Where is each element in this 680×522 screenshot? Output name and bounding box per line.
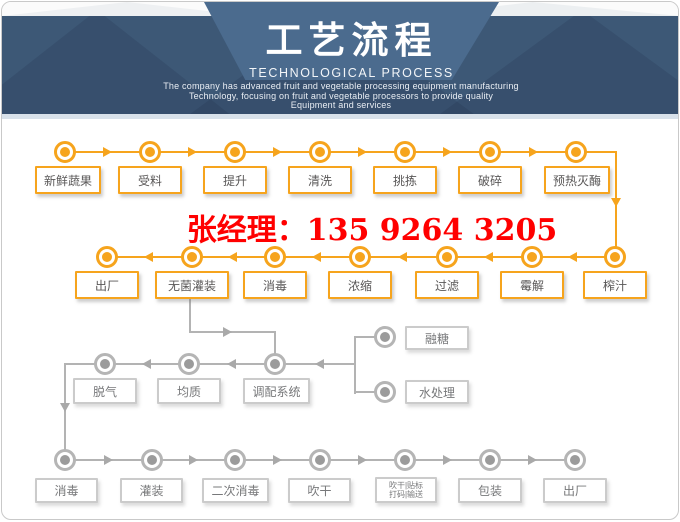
flow-line: [354, 391, 386, 393]
flow-line: [354, 336, 386, 338]
flow-node-box: 均质: [157, 378, 221, 404]
arrow-right-icon: [358, 455, 367, 465]
flow-node-circle: [604, 246, 626, 268]
flow-line: [189, 299, 191, 332]
flow-node-box: 脱气: [73, 378, 137, 404]
arrow-left-icon: [142, 359, 151, 369]
arrow-left-icon: [315, 359, 324, 369]
title-banner: 工艺流程 TECHNOLOGICAL PROCESS: [204, 2, 499, 80]
arrow-left-icon: [227, 359, 236, 369]
arrow-right-icon: [273, 147, 282, 157]
arrow-right-icon: [189, 455, 198, 465]
flow-node-circle: [54, 141, 76, 163]
flow-node-circle: [309, 449, 331, 471]
flow-node-circle: [394, 449, 416, 471]
arrow-left-icon: [568, 252, 577, 262]
arrow-left-icon: [144, 252, 153, 262]
arrow-down-icon: [611, 198, 621, 207]
arrow-right-icon: [443, 147, 452, 157]
arrow-left-icon: [398, 252, 407, 262]
flow-node-box: 预热灭酶: [544, 166, 610, 194]
flow-node-box: 消毒: [35, 478, 98, 503]
arrow-right-icon: [103, 147, 112, 157]
flow-node-box: 浓缩: [328, 271, 392, 299]
flow-node-label-line: 吹干|贴标: [388, 481, 424, 490]
arrow-right-icon: [443, 455, 452, 465]
company-description-line: Technology, focusing on fruit and vegeta…: [188, 90, 494, 101]
flow-node-circle: [394, 141, 416, 163]
flow-node-circle: [94, 353, 116, 375]
flow-node-circle: [349, 246, 371, 268]
flow-node-circle: [564, 449, 586, 471]
flow-node-box: 吹干: [288, 478, 351, 503]
flow-node-circle: [96, 246, 118, 268]
flow-node-circle: [374, 381, 396, 403]
arrow-down-icon: [60, 403, 70, 412]
flow-node-circle: [264, 353, 286, 375]
flow-node-circle: [141, 449, 163, 471]
flow-node-circle: [139, 141, 161, 163]
flow-line: [274, 331, 276, 355]
flow-node-box: 榨汁: [583, 271, 647, 299]
flow-node-circle: [479, 141, 501, 163]
flow-line: [64, 363, 355, 365]
flow-node-circle: [181, 246, 203, 268]
flow-node-box: 破碎: [458, 166, 522, 194]
flow-node-box: 吹干|贴标 打码|输送: [375, 477, 437, 503]
flow-node-circle: [178, 353, 200, 375]
flow-node-circle: [224, 449, 246, 471]
flow-node-box: 挑拣: [373, 166, 437, 194]
flow-node-circle: [264, 246, 286, 268]
flow-line: [354, 336, 356, 394]
band-bottom-strip: [2, 114, 678, 119]
flow-node-circle: [479, 449, 501, 471]
arrow-left-icon: [312, 252, 321, 262]
company-description: The company has advanced fruit and veget…: [2, 81, 678, 111]
arrow-left-icon: [484, 252, 493, 262]
flow-node-circle: [521, 246, 543, 268]
arrow-right-icon: [529, 147, 538, 157]
flow-node-box: 出厂: [543, 478, 607, 503]
flow-node-box: 出厂: [75, 271, 139, 299]
arrow-right-icon: [528, 455, 537, 465]
flow-node-circle: [436, 246, 458, 268]
arrow-right-icon: [358, 147, 367, 157]
arrow-right-icon: [104, 455, 113, 465]
arrow-right-icon: [273, 455, 282, 465]
flow-node-box: 调配系统: [243, 378, 310, 404]
flow-node-circle: [309, 141, 331, 163]
flow-node-box: 水处理: [405, 380, 469, 404]
arrow-left-icon: [228, 252, 237, 262]
flow-node-box: 过滤: [415, 271, 479, 299]
flow-node-box: 灌装: [120, 478, 183, 503]
flow-node-label-line: 打码|输送: [388, 490, 424, 499]
flow-node-box: 新鲜蔬果: [35, 166, 101, 194]
page-title: 工艺流程: [265, 20, 438, 61]
contact-phone: 张经理：135 9264 3205: [186, 213, 558, 248]
flow-node-box: 提升: [203, 166, 267, 194]
flow-node-circle: [374, 326, 396, 348]
flow-node-circle: [54, 449, 76, 471]
flow-node-box: 无菌灌装: [155, 271, 229, 299]
flow-node-box: 二次消毒: [202, 478, 269, 503]
arrow-right-icon: [223, 327, 232, 337]
company-description-line: The company has advanced fruit and veget…: [163, 81, 519, 91]
flow-node-circle: [224, 141, 246, 163]
page-subtitle: TECHNOLOGICAL PROCESS: [249, 66, 454, 80]
flow-node-box: 清洗: [288, 166, 352, 194]
flow-node-box: 融糖: [405, 326, 469, 350]
company-description-line: Equipment and services: [290, 100, 392, 110]
flow-node-box: 霉解: [500, 271, 564, 299]
flow-node-circle: [565, 141, 587, 163]
flow-node-box: 包装: [458, 478, 522, 503]
flow-node-box: 受料: [118, 166, 182, 194]
flow-node-box: 消毒: [243, 271, 307, 299]
flow-line: [189, 331, 276, 333]
flow-line: [576, 151, 617, 153]
arrow-right-icon: [188, 147, 197, 157]
